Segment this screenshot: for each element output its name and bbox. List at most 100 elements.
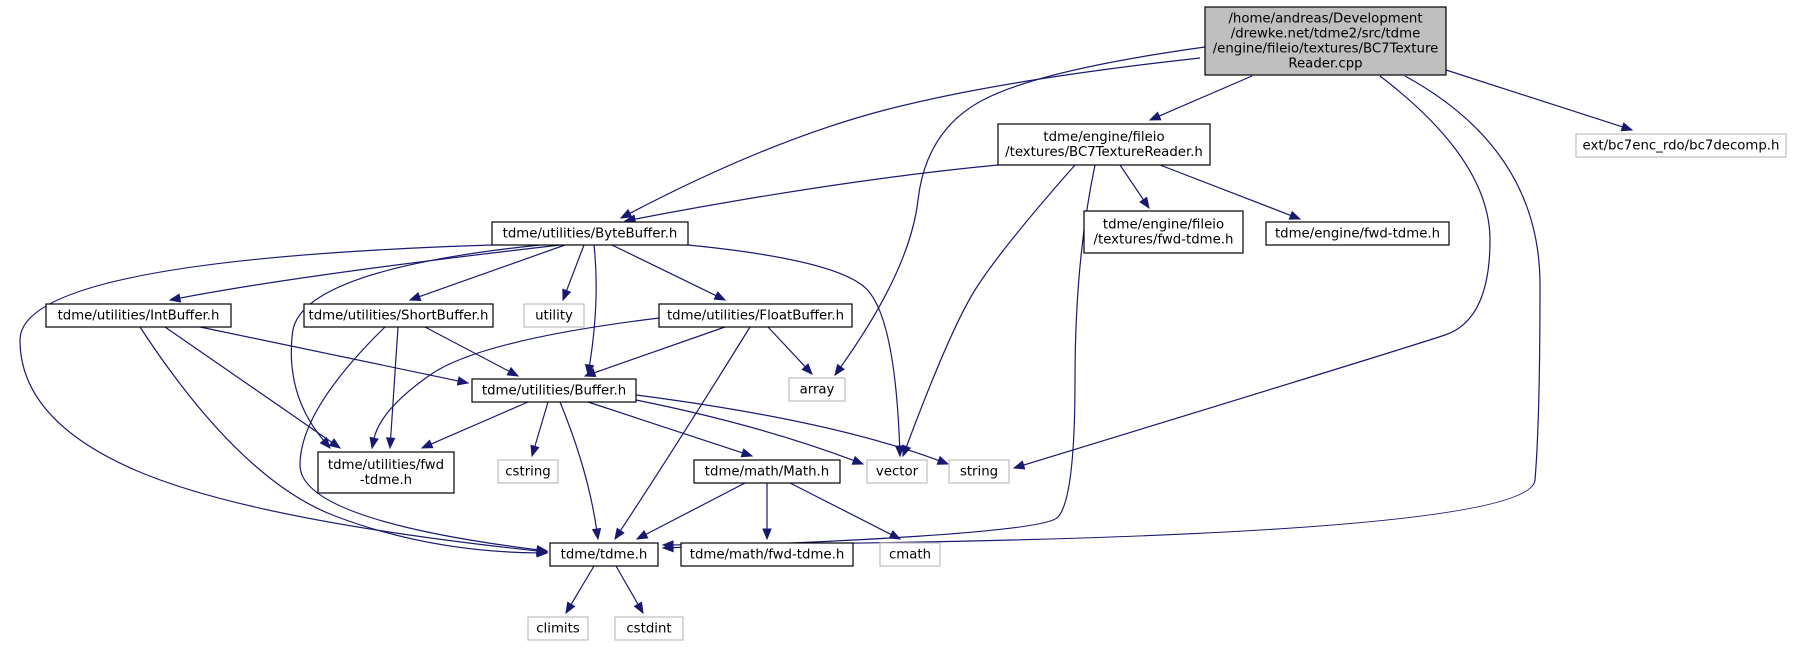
node-array[interactable]: array [788, 377, 846, 402]
edge-line [373, 317, 660, 440]
edge-line [199, 326, 460, 382]
node-box [491, 221, 689, 246]
edge-line [611, 244, 718, 297]
edge-line [559, 401, 598, 531]
edge-arrowhead [740, 448, 754, 458]
edge-line [839, 46, 1206, 369]
edge-floatbuffer-to-array [767, 326, 813, 375]
node-intbuffer[interactable]: tdme/utilities/IntBuffer.h [45, 303, 232, 328]
edge-buffer-to-tdme [559, 401, 602, 541]
edge-buffer-to-math [587, 401, 754, 458]
node-cstring[interactable]: cstring [497, 459, 559, 484]
node-bc7decomp[interactable]: ext/bc7enc_rdo/bc7decomp.h [1575, 133, 1787, 158]
node-shortbuffer[interactable]: tdme/utilities/ShortBuffer.h [303, 303, 494, 328]
edge-math-to-tdme [635, 482, 746, 540]
node-label-line: tdme/math/Math.h [705, 465, 829, 480]
edge-arrowhead [834, 363, 845, 377]
edge-buffer-to-string [635, 394, 950, 465]
edge-line [628, 57, 1201, 215]
edge-bytebuffer-to-tdme [19, 244, 549, 556]
node-label-line: /drewke.net/tdme2/src/tdme [1231, 27, 1421, 42]
edge-floatbuffer-to-buffer [583, 326, 726, 378]
node-box [948, 459, 1010, 484]
edge-main-to-bytebuffer [619, 57, 1201, 219]
edge-line [533, 401, 549, 448]
edge-arrowhead [713, 291, 727, 301]
edge-bytebuffer-to-vector [687, 244, 905, 458]
edge-arrowhead [369, 436, 379, 450]
edge-floatbuffer-to-tdme [614, 326, 751, 541]
edge-line [430, 401, 529, 445]
edge-arrowhead [633, 601, 644, 615]
node-box [549, 542, 659, 567]
edge-buffer-to-vector [635, 399, 865, 465]
edge-main-to-string [1012, 75, 1491, 470]
node-label-line: tdme/engine/fwd-tdme.h [1275, 227, 1440, 242]
edge-arrowhead [328, 438, 342, 449]
edge-bytebuffer-to-floatbuffer [611, 244, 727, 301]
edge-arrowhead [619, 208, 633, 219]
edge-arrowhead [591, 527, 602, 541]
node-util-fwd[interactable]: tdme/utilities/fwd-tdme.h [317, 451, 455, 494]
edge-arrowhead [936, 455, 950, 465]
edge-arrowhead [888, 530, 902, 540]
node-math-fwd[interactable]: tdme/math/fwd-tdme.h [680, 542, 854, 567]
node-climits[interactable]: climits [527, 616, 589, 641]
node-cmath[interactable]: cmath [879, 542, 941, 567]
edge-intbuffer-to-buffer [199, 326, 470, 386]
node-cstdint[interactable]: cstdint [614, 616, 684, 641]
edge-bc7reader_h-to-tdme [661, 164, 1096, 553]
node-label-line: string [960, 465, 998, 480]
edge-line [644, 482, 746, 536]
edge-main-to-bc7decomp [1445, 69, 1634, 132]
node-box [614, 616, 684, 641]
node-label-line: array [800, 383, 835, 398]
node-floatbuffer[interactable]: tdme/utilities/FloatBuffer.h [658, 303, 853, 328]
node-string[interactable]: string [948, 459, 1010, 484]
node-label-line: tdme/engine/fileio [1103, 218, 1224, 233]
node-box [527, 616, 589, 641]
node-main[interactable]: /home/andreas/Development/drewke.net/tdm… [1204, 6, 1447, 76]
edges-layer [19, 46, 1634, 615]
edge-arrowhead [319, 436, 331, 450]
node-box [680, 542, 854, 567]
edge-intbuffer-to-tdme [139, 326, 549, 558]
edge-arrowhead [801, 363, 813, 375]
edge-intbuffer-to-util_fwd [164, 326, 342, 449]
node-textures-fwd[interactable]: tdme/engine/fileio/textures/fwd-tdme.h [1083, 210, 1244, 254]
edge-line [424, 326, 511, 373]
edge-shortbuffer-to-util_fwd [385, 326, 399, 450]
node-tdme[interactable]: tdme/tdme.h [549, 542, 659, 567]
node-buffer[interactable]: tdme/utilities/Buffer.h [471, 378, 637, 403]
edge-line [905, 164, 1076, 448]
node-bc7reader-h[interactable]: tdme/engine/fileio/textures/BC7TextureRe… [997, 123, 1211, 166]
edge-arrowhead [1139, 196, 1150, 210]
edge-line [389, 326, 399, 440]
edge-line [593, 326, 726, 374]
node-label-line: cmath [889, 548, 931, 563]
node-bytebuffer[interactable]: tdme/utilities/ByteBuffer.h [491, 221, 689, 246]
node-box [879, 542, 941, 567]
edge-shortbuffer-to-buffer [424, 326, 520, 377]
node-box [45, 303, 232, 328]
node-engine-fwd[interactable]: tdme/engine/fwd-tdme.h [1265, 221, 1450, 246]
edge-arrowhead [661, 542, 674, 553]
node-box [1575, 133, 1787, 158]
edge-line [164, 326, 333, 444]
edge-arrowhead [456, 376, 470, 386]
node-box [523, 303, 585, 328]
nodes-layer: /home/andreas/Development/drewke.net/tdm… [45, 6, 1787, 641]
edge-line [418, 244, 566, 298]
edge-line [1119, 164, 1145, 201]
node-vector[interactable]: vector [866, 459, 928, 484]
edge-arrowhead [168, 293, 182, 303]
edge-line [565, 244, 585, 292]
edge-line [1159, 164, 1292, 217]
node-label-line: tdme/utilities/fwd [328, 458, 444, 473]
edge-line [299, 326, 539, 551]
node-label-line: tdme/utilities/FloatBuffer.h [667, 309, 844, 324]
node-math[interactable]: tdme/math/Math.h [693, 459, 841, 484]
node-utility[interactable]: utility [523, 303, 585, 328]
node-label-line: cstring [505, 465, 550, 480]
